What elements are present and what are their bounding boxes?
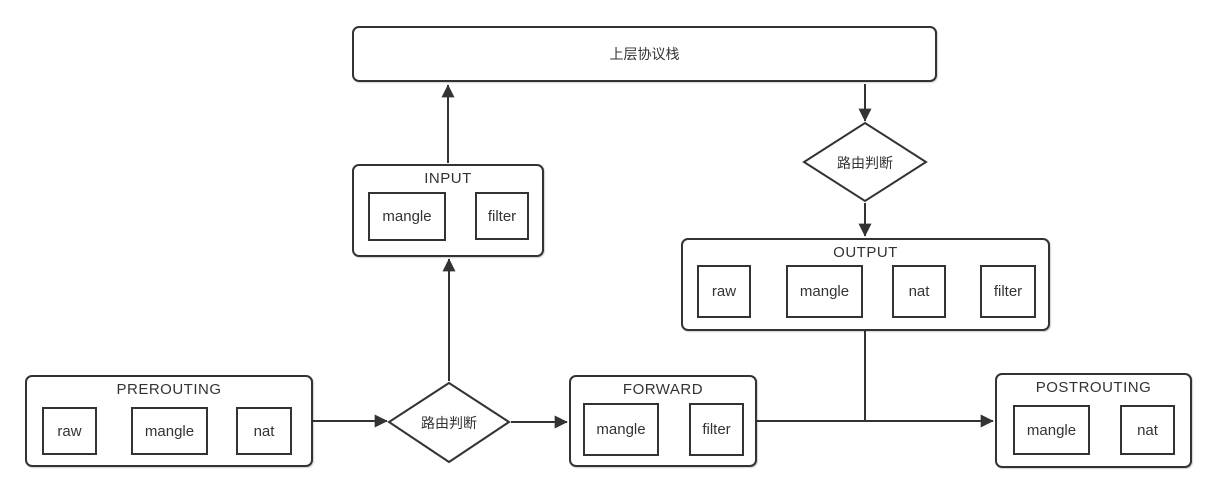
table-forward-mangle: mangle bbox=[583, 403, 659, 456]
routing-decision-upper-label: 路由判断 bbox=[837, 155, 893, 171]
table-forward-mangle-label: mangle bbox=[596, 421, 646, 438]
table-postrouting-nat: nat bbox=[1120, 405, 1175, 455]
chain-prerouting-label: PREROUTING bbox=[116, 381, 222, 398]
table-output-raw: raw bbox=[697, 265, 751, 318]
table-postrouting-mangle: mangle bbox=[1013, 405, 1090, 455]
chain-input-label: INPUT bbox=[424, 170, 472, 187]
table-output-filter: filter bbox=[980, 265, 1036, 318]
protocol-stack-label: 上层协议栈 bbox=[609, 46, 680, 62]
table-output-mangle-label: mangle bbox=[799, 283, 850, 300]
table-prerouting-raw: raw bbox=[42, 407, 97, 455]
table-input-mangle-label: mangle bbox=[382, 208, 432, 225]
table-postrouting-mangle-label: mangle bbox=[1026, 421, 1077, 439]
table-output-filter-label: filter bbox=[993, 283, 1023, 300]
chain-forward-label: FORWARD bbox=[622, 381, 704, 398]
table-postrouting-nat-label: nat bbox=[1137, 421, 1158, 439]
table-output-nat-label: nat bbox=[908, 283, 930, 300]
table-input-filter-label: filter bbox=[487, 207, 517, 225]
routing-decision-lower-diamond bbox=[387, 381, 511, 464]
table-forward-filter: filter bbox=[689, 403, 744, 456]
routing-decision-upper-diamond bbox=[802, 121, 928, 203]
table-prerouting-mangle-label: mangle bbox=[144, 422, 195, 440]
table-input-filter: filter bbox=[475, 192, 529, 240]
table-output-raw-label: raw bbox=[711, 283, 737, 300]
chain-postrouting-label: POSTROUTING bbox=[1035, 379, 1152, 396]
chain-output-label: OUTPUT bbox=[833, 244, 898, 261]
table-prerouting-mangle: mangle bbox=[131, 407, 208, 455]
table-prerouting-raw-label: raw bbox=[57, 422, 82, 440]
routing-decision-lower-label: 路由判断 bbox=[421, 415, 477, 431]
table-output-mangle: mangle bbox=[786, 265, 863, 318]
protocol-stack-box: 上层协议栈 bbox=[352, 26, 937, 82]
table-prerouting-nat-label: nat bbox=[253, 422, 275, 440]
table-forward-filter-label: filter bbox=[702, 421, 731, 438]
table-prerouting-nat: nat bbox=[236, 407, 292, 455]
table-output-nat: nat bbox=[892, 265, 946, 318]
table-input-mangle: mangle bbox=[368, 192, 446, 241]
